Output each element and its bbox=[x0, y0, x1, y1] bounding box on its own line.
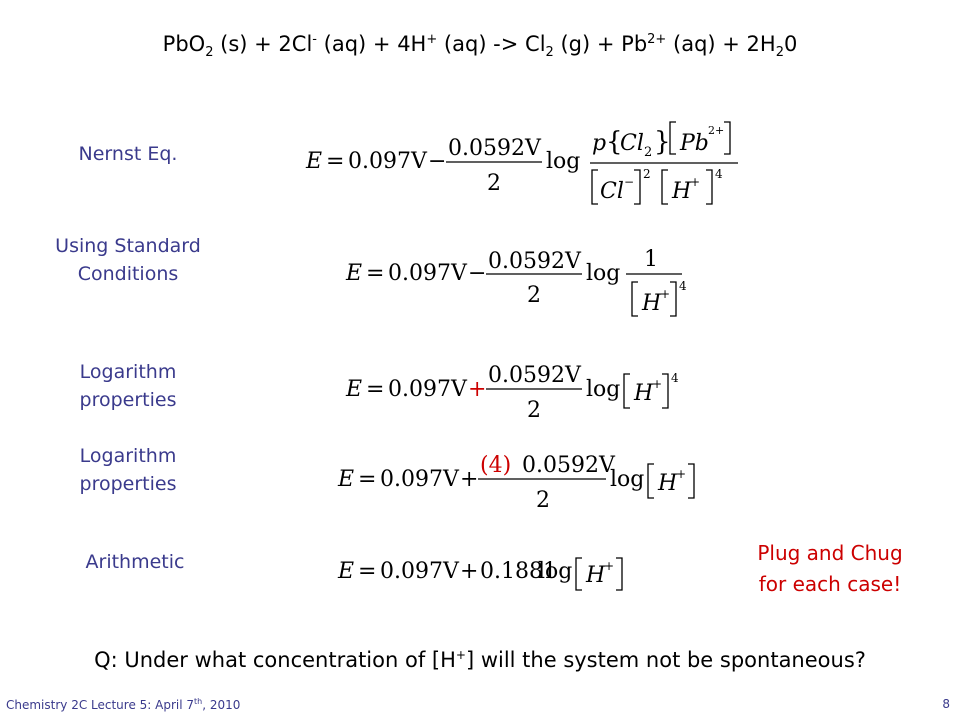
svg-text:log: log bbox=[610, 467, 644, 492]
svg-text:4: 4 bbox=[679, 279, 687, 293]
svg-text:E: E bbox=[337, 467, 354, 492]
equation-log-properties-2: E = 0.097V + (4) 0.0592V 2 log H + bbox=[336, 440, 716, 560]
svg-text:=: = bbox=[358, 559, 376, 584]
svg-text:2: 2 bbox=[487, 171, 501, 196]
svg-text:+: + bbox=[468, 377, 486, 402]
svg-text:+: + bbox=[676, 467, 686, 481]
svg-text:Cl: Cl bbox=[620, 131, 644, 156]
equation-arithmetic: E = 0.097V + 0.1881 log H + bbox=[336, 548, 656, 668]
svg-text:H: H bbox=[633, 381, 654, 406]
svg-text:{: { bbox=[606, 127, 623, 157]
svg-text:=: = bbox=[366, 261, 384, 286]
svg-text:4: 4 bbox=[715, 167, 723, 181]
svg-text:log: log bbox=[546, 149, 580, 174]
svg-text:H: H bbox=[641, 291, 662, 316]
svg-text:+: + bbox=[460, 467, 478, 492]
svg-text:+: + bbox=[652, 377, 662, 391]
svg-text:(4): (4) bbox=[480, 453, 511, 478]
svg-text:+: + bbox=[690, 175, 700, 189]
equation-standard-conditions: E = 0.097V − 0.0592V 2 log 1 H + 4 bbox=[344, 232, 694, 352]
step-label-log-properties-2: Logarithm properties bbox=[79, 445, 177, 495]
svg-text:H: H bbox=[585, 563, 606, 588]
svg-text:Cl: Cl bbox=[600, 179, 624, 204]
svg-text:1: 1 bbox=[644, 247, 658, 272]
plug-and-chug-note: Plug and Chug for each case! bbox=[757, 541, 903, 596]
svg-text:−: − bbox=[624, 175, 634, 189]
footer-lecture-info: Chemistry 2C Lecture 5: April 7th, 2010 bbox=[6, 697, 241, 712]
svg-text:0.0592V: 0.0592V bbox=[448, 136, 542, 161]
svg-text:=: = bbox=[326, 149, 344, 174]
svg-text:2: 2 bbox=[536, 488, 550, 513]
svg-text:}: } bbox=[654, 127, 671, 157]
page-number: 8 bbox=[942, 697, 950, 711]
svg-text:E: E bbox=[345, 261, 362, 286]
svg-text:H: H bbox=[657, 471, 678, 496]
step-label-standard-conditions: Using Standard Conditions bbox=[55, 235, 201, 285]
svg-text:−: − bbox=[468, 261, 486, 286]
svg-text:0.097V: 0.097V bbox=[348, 149, 428, 174]
svg-text:2+: 2+ bbox=[708, 124, 724, 137]
svg-text:2: 2 bbox=[643, 167, 651, 181]
reaction-title: PbO2 (s) + 2Cl- (aq) + 4H+ (aq) -> Cl2 (… bbox=[162, 32, 798, 61]
svg-text:log: log bbox=[538, 559, 572, 584]
svg-text:0.1881: 0.1881 bbox=[480, 559, 557, 584]
svg-text:Pb: Pb bbox=[679, 131, 709, 156]
svg-text:E: E bbox=[345, 377, 362, 402]
step-label-nernst: Nernst Eq. bbox=[78, 143, 178, 165]
svg-text:0.097V: 0.097V bbox=[380, 559, 460, 584]
question-text: Q: Under what concentration of [H+] will… bbox=[94, 648, 866, 672]
step-label-arithmetic: Arithmetic bbox=[85, 551, 185, 573]
svg-text:+: + bbox=[604, 559, 614, 573]
svg-text:−: − bbox=[428, 149, 446, 174]
step-label-log-properties-1: Logarithm properties bbox=[79, 361, 177, 411]
svg-text:0.097V: 0.097V bbox=[380, 467, 460, 492]
svg-text:+: + bbox=[460, 559, 478, 584]
svg-text:E: E bbox=[305, 149, 322, 174]
svg-text:0.0592V: 0.0592V bbox=[522, 453, 616, 478]
svg-text:0.0592V: 0.0592V bbox=[488, 363, 582, 388]
svg-text:2: 2 bbox=[527, 398, 541, 423]
svg-text:+: + bbox=[660, 287, 670, 301]
svg-text:E: E bbox=[337, 559, 354, 584]
svg-text:H: H bbox=[671, 179, 692, 204]
svg-text:log: log bbox=[586, 377, 620, 402]
svg-text:=: = bbox=[366, 377, 384, 402]
equation-nernst: E = 0.097V − 0.0592V 2 log p { Cl 2 } Pb… bbox=[304, 110, 744, 230]
svg-text:2: 2 bbox=[644, 145, 652, 160]
svg-text:=: = bbox=[358, 467, 376, 492]
svg-text:2: 2 bbox=[527, 283, 541, 308]
svg-text:4: 4 bbox=[671, 371, 679, 385]
svg-text:log: log bbox=[586, 261, 620, 286]
svg-text:0.097V: 0.097V bbox=[388, 377, 468, 402]
equation-log-properties-1: E = 0.097V + 0.0592V 2 log H + 4 bbox=[344, 350, 694, 470]
svg-text:0.097V: 0.097V bbox=[388, 261, 468, 286]
svg-text:p: p bbox=[592, 131, 606, 156]
svg-text:0.0592V: 0.0592V bbox=[488, 249, 582, 274]
